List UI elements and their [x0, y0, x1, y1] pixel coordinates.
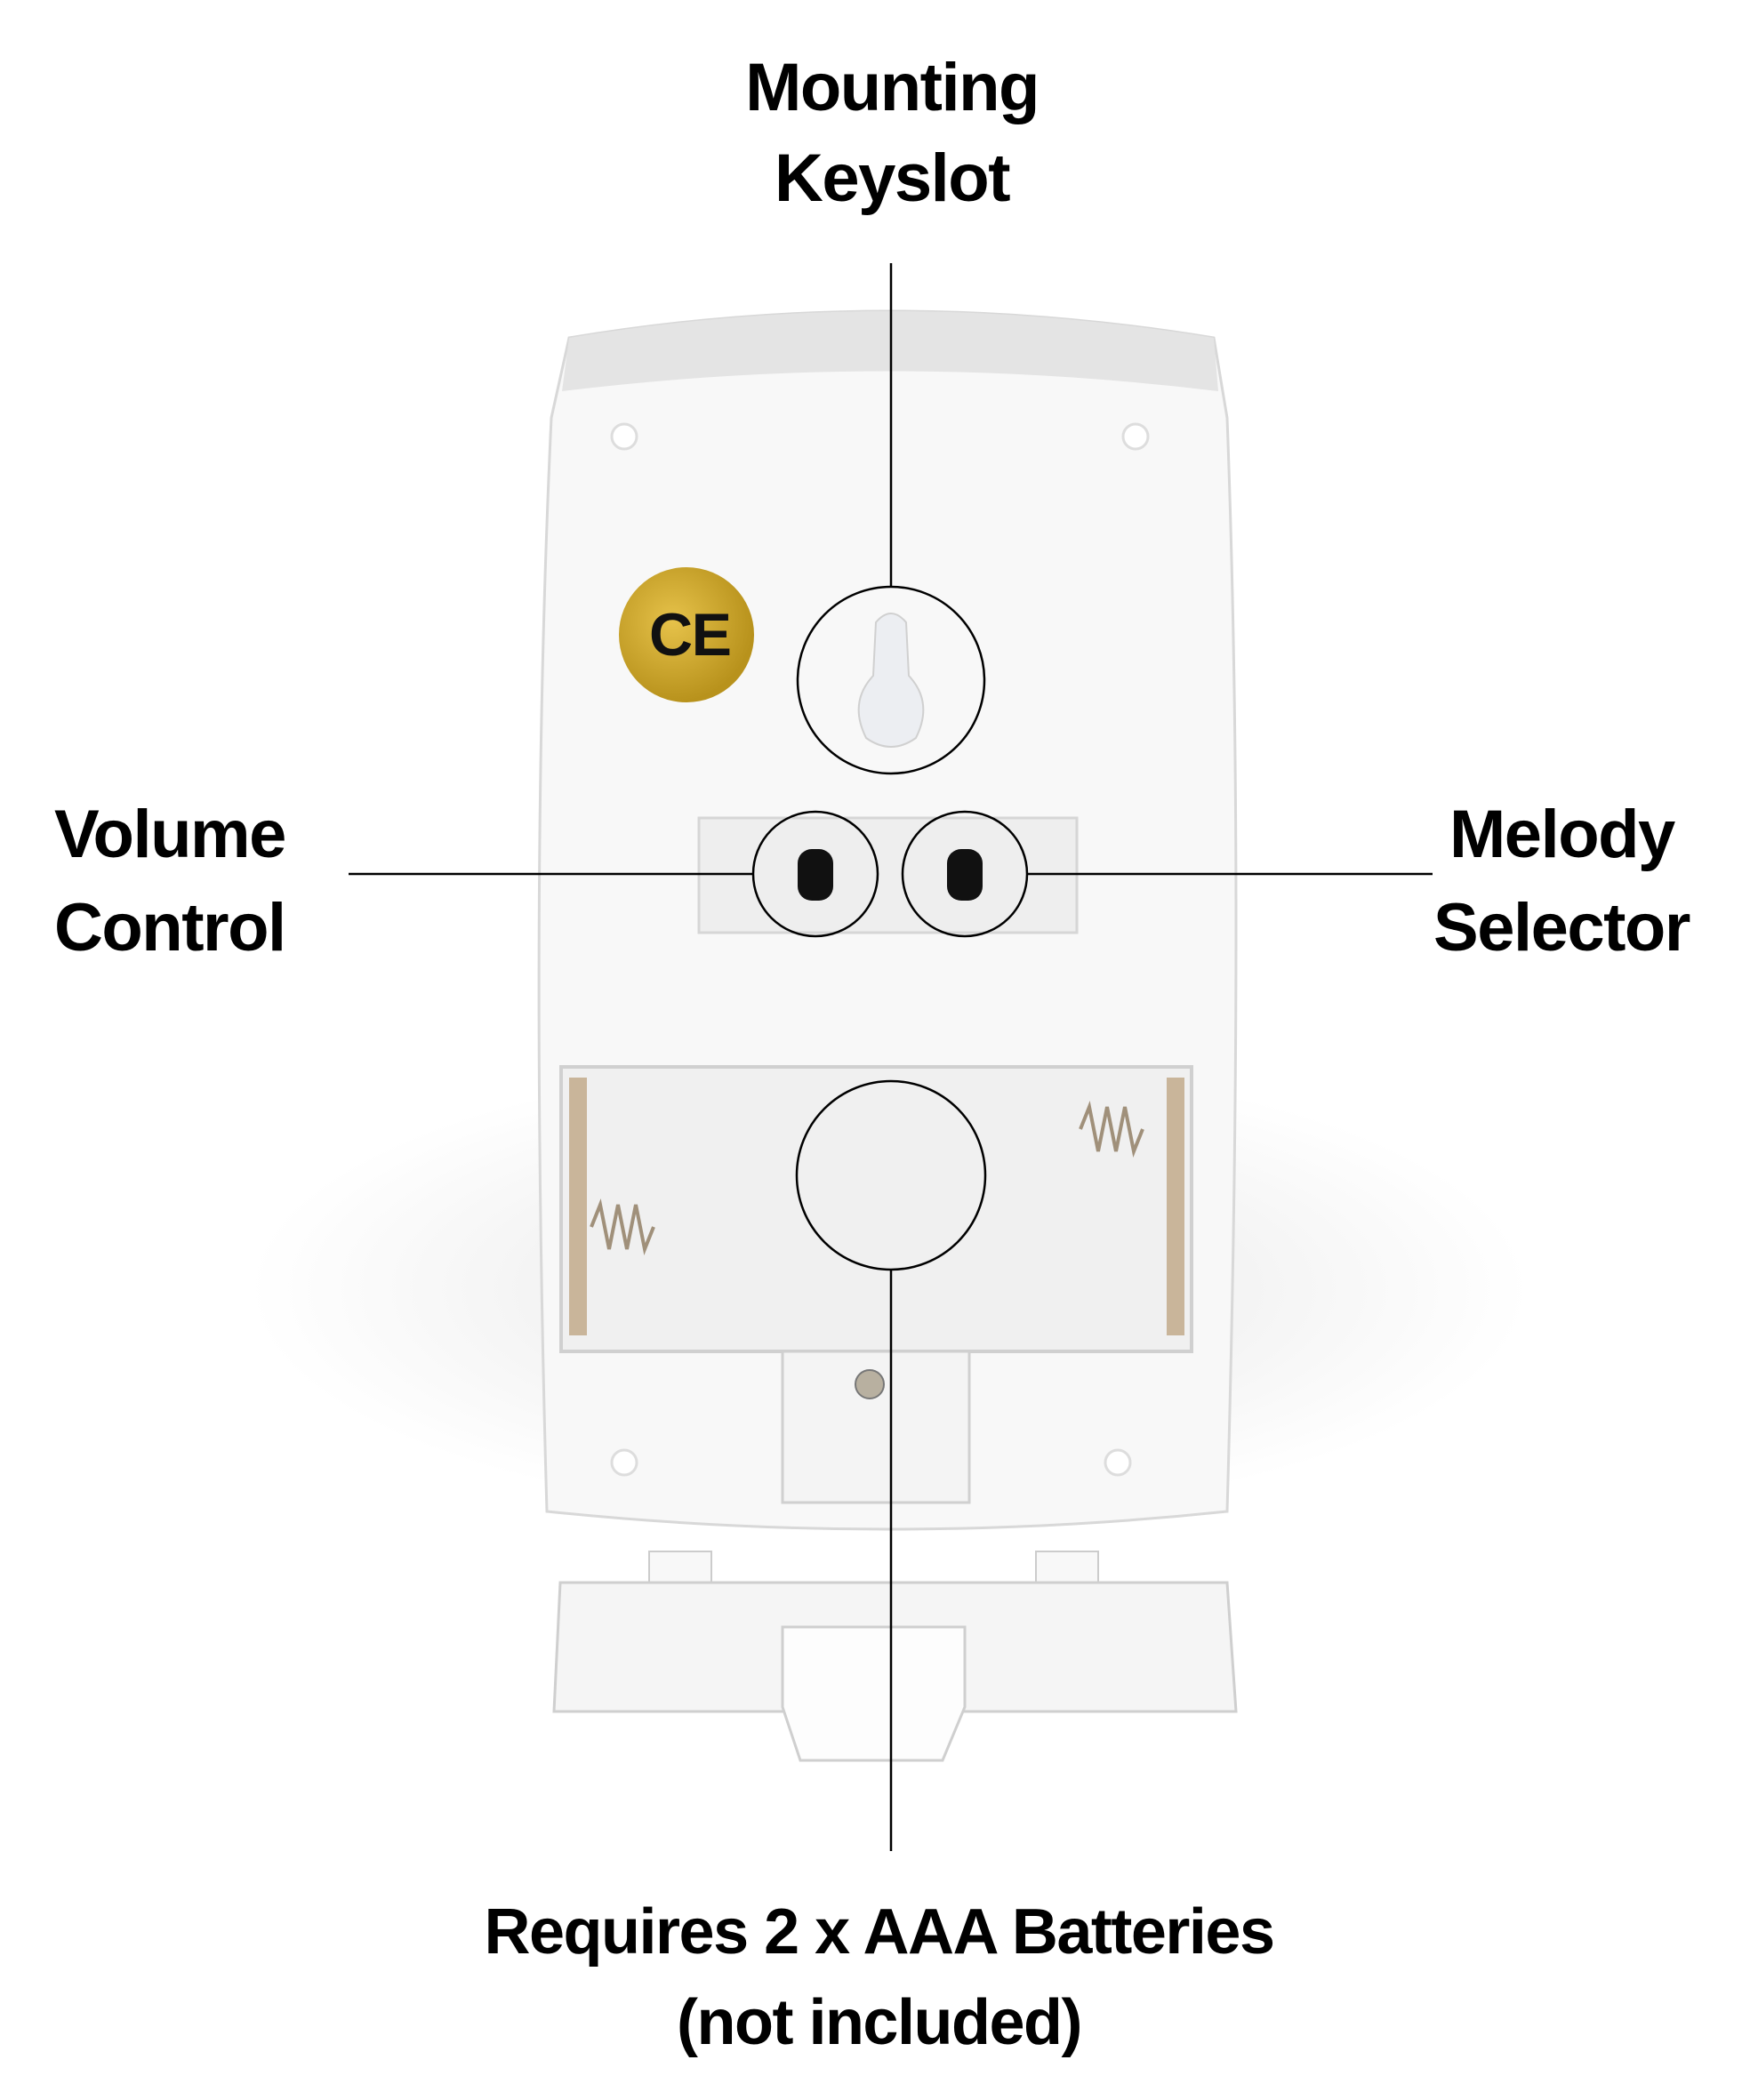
foot-bump	[610, 422, 638, 451]
keyslot-callout-circle	[796, 585, 986, 775]
battery-spring	[590, 1198, 655, 1255]
mounting-label-line1: Mounting	[745, 50, 1040, 125]
volume-callout-circle	[751, 810, 879, 938]
mounting-label-line2: Keyslot	[774, 140, 1011, 216]
volume-label-line1: Volume	[54, 797, 286, 872]
battery-compartment	[559, 1065, 1193, 1353]
volume-label-line2: Control	[54, 890, 286, 966]
screw	[855, 1369, 885, 1399]
ce-mark: CE	[649, 601, 732, 669]
volume-button[interactable]	[798, 849, 833, 901]
foot-bump	[610, 1448, 638, 1477]
foot-bump	[1121, 422, 1150, 451]
callout-lines	[349, 263, 1433, 1851]
melody-button[interactable]	[947, 849, 983, 901]
battery-cover	[552, 1551, 1238, 1762]
batteries-label-line1: Requires 2 x AAA Batteries	[484, 1896, 1276, 1968]
battery-contact	[569, 1078, 587, 1335]
battery-spring	[1079, 1101, 1144, 1158]
melody-label-line1: Melody	[1449, 797, 1675, 872]
batteries-label-line2: (not included)	[677, 1987, 1082, 2058]
foot-bump	[1104, 1448, 1132, 1477]
device-body	[537, 309, 1238, 1531]
melody-callout-circle	[901, 810, 1029, 938]
keyslot-hole	[857, 613, 925, 748]
ce-sticker	[619, 567, 754, 702]
button-panel	[697, 816, 1079, 934]
battery-contact	[1167, 1078, 1184, 1335]
latch-mount	[781, 1350, 971, 1504]
melody-label-line2: Selector	[1433, 890, 1690, 966]
